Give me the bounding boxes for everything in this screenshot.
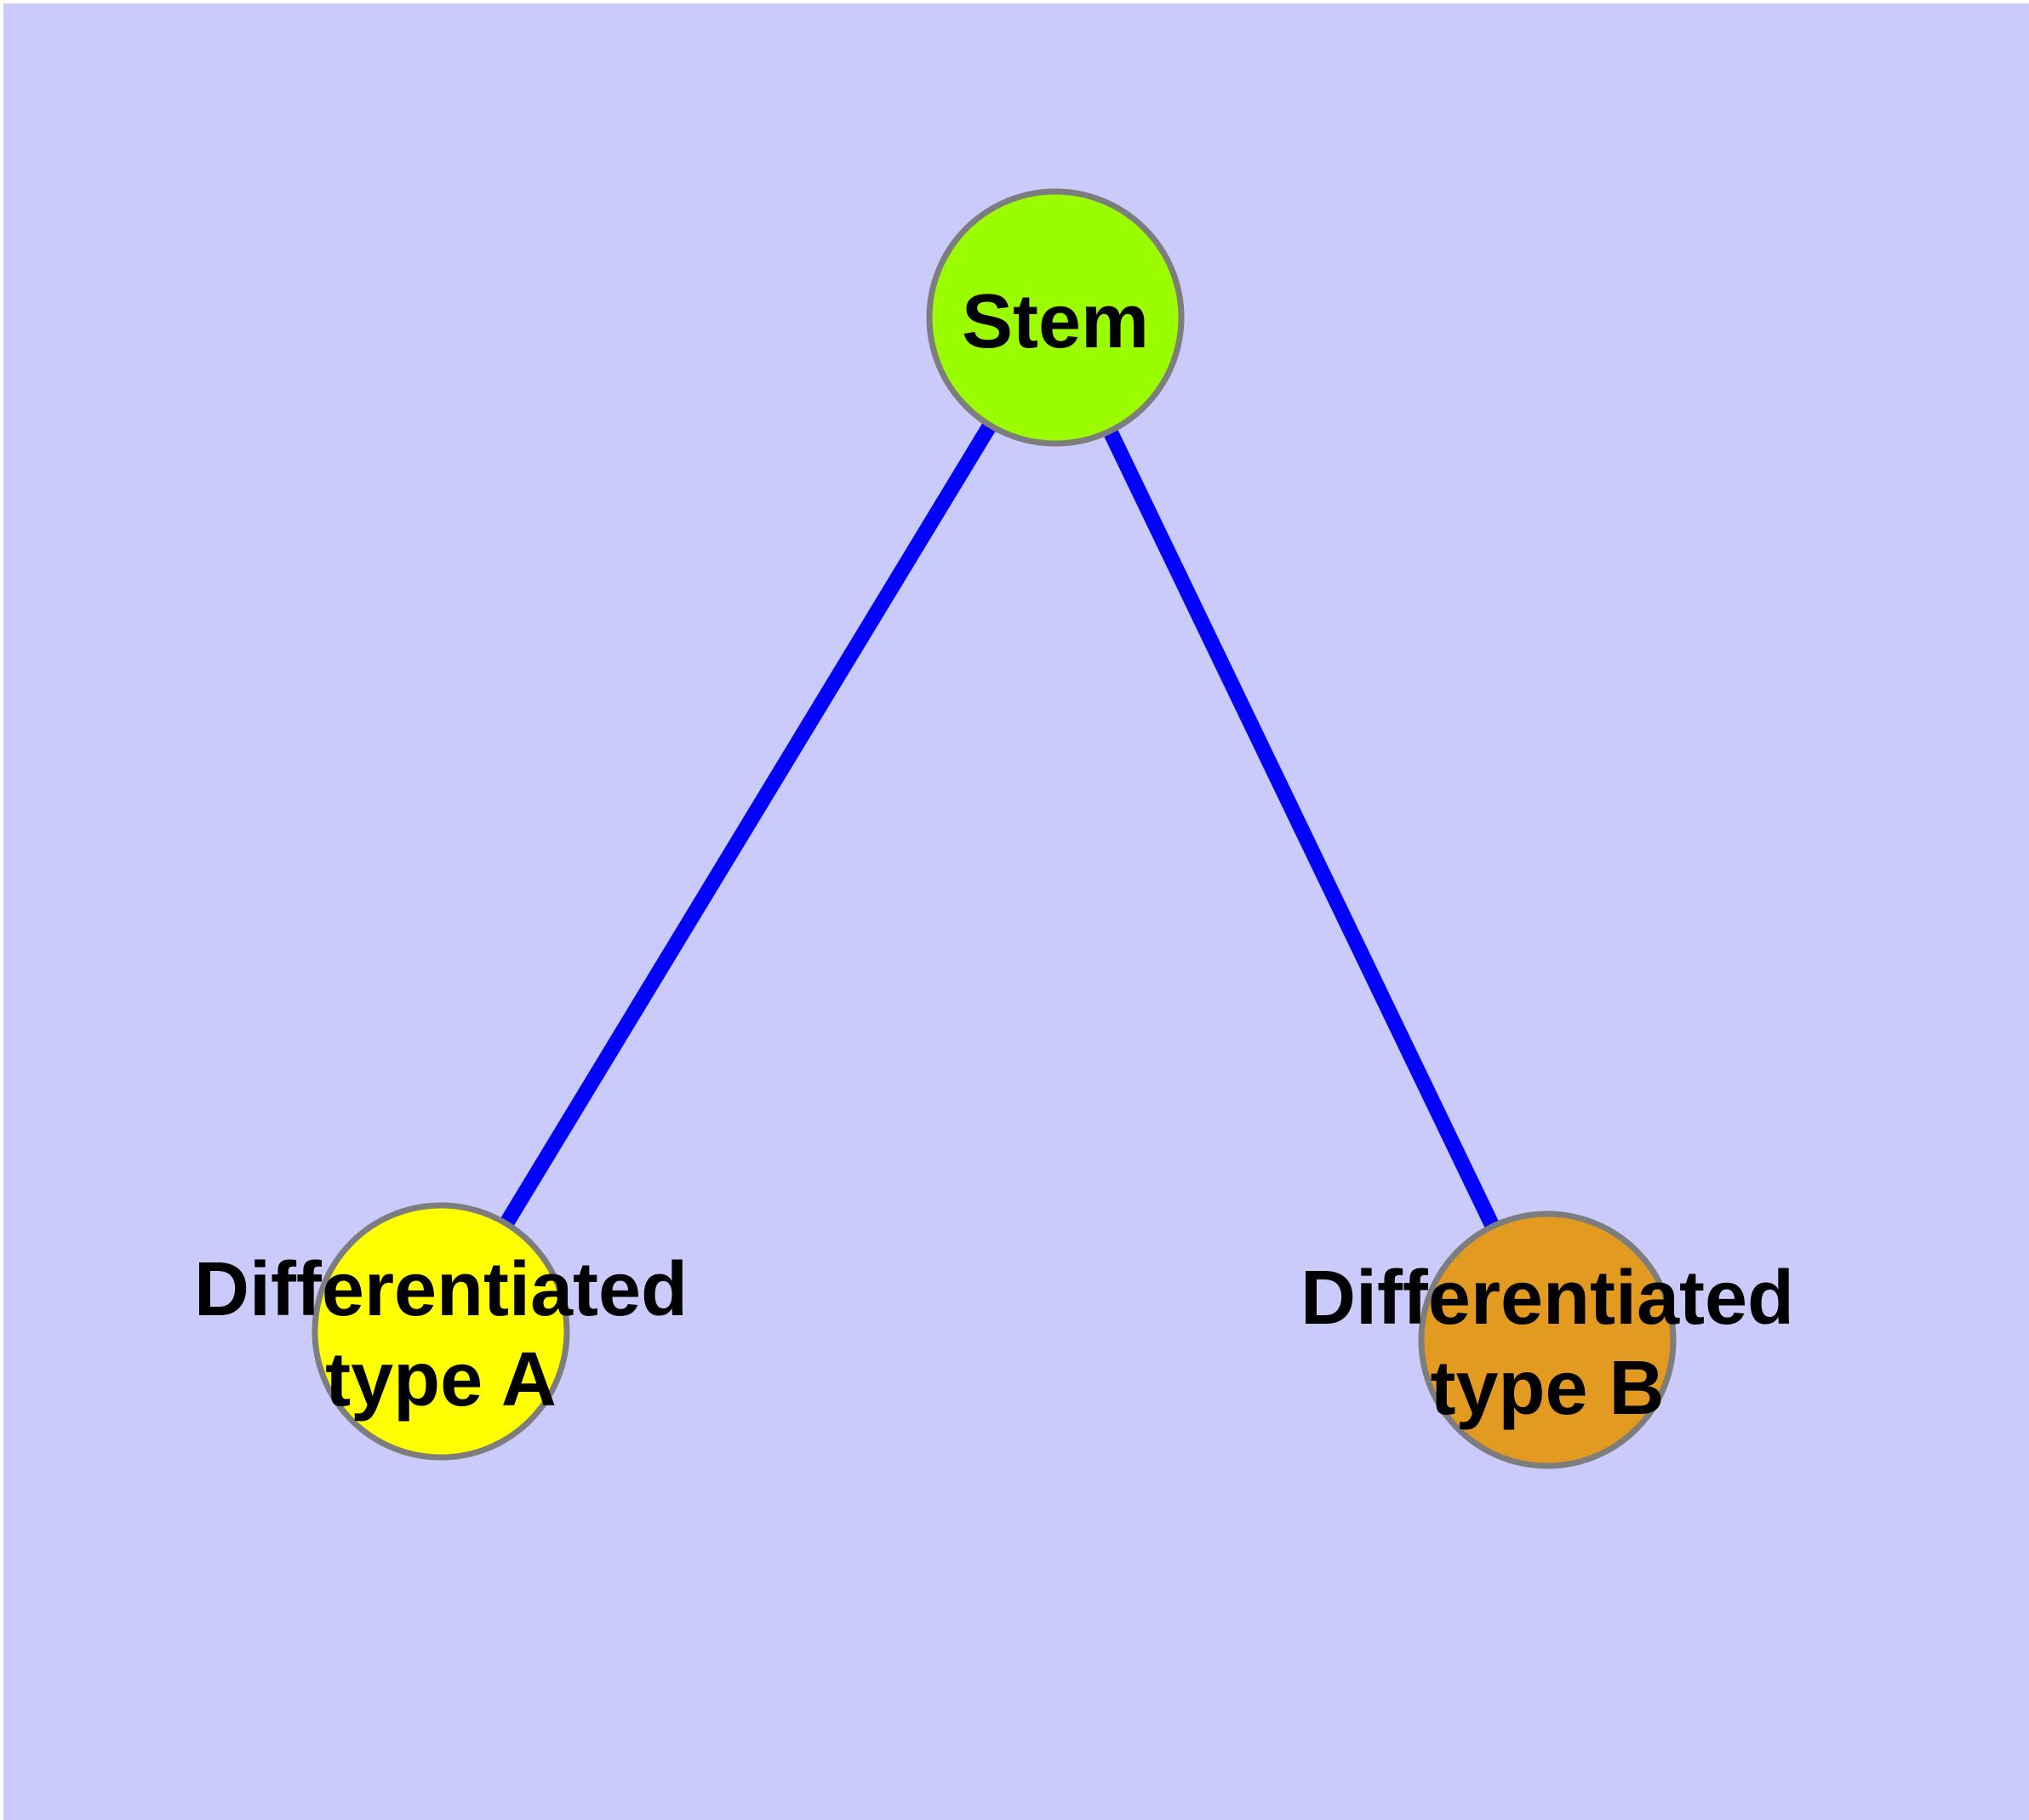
node-type-b-label-line2: type B <box>1430 1346 1664 1431</box>
node-differentiated-type-b <box>1418 1210 1677 1469</box>
node-differentiated-type-a <box>311 1202 570 1461</box>
node-type-a-label-line2: type A <box>325 1337 557 1422</box>
edge-stem-to-type-b <box>1048 314 1555 1343</box>
node-type-b-label-line1: Differentiated <box>1300 1256 1794 1341</box>
node-stem-label: Stem <box>962 279 1149 364</box>
node-stem <box>926 188 1185 447</box>
edge-stem-to-type-a <box>434 313 1062 1336</box>
node-type-a-label-line1: Differentiated <box>194 1247 688 1332</box>
